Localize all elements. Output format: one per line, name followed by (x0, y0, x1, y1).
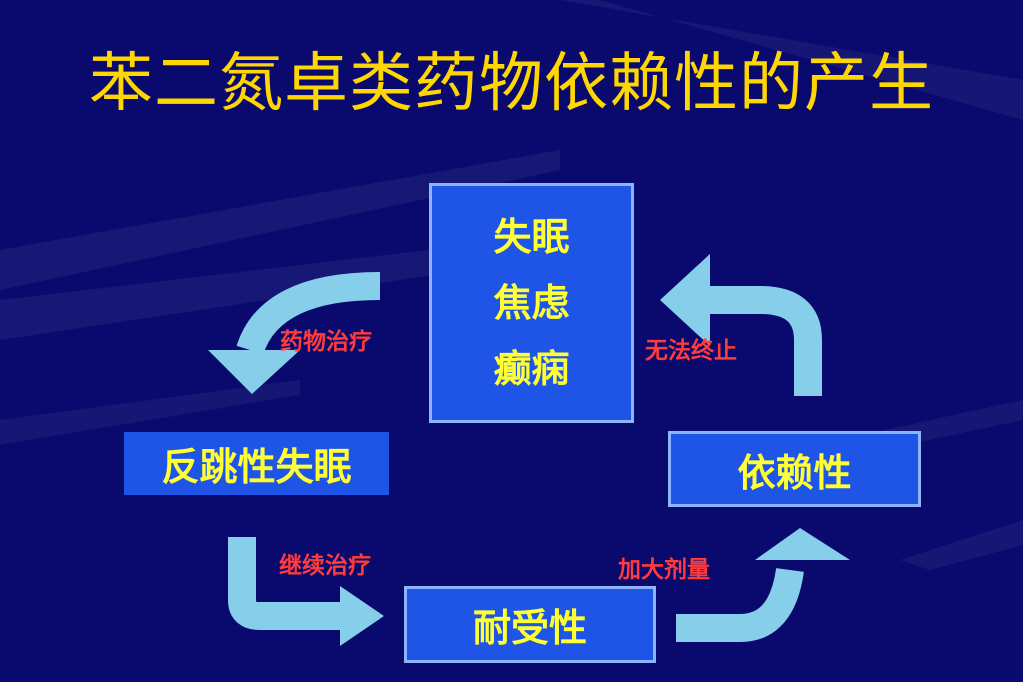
label-drug-treatment: 药物治疗 (280, 329, 372, 355)
rebound-insomnia-box: 反跳性失眠 (124, 432, 389, 495)
symptoms-box: 失眠 焦虑 癫痫 (429, 183, 634, 423)
label-continue-treatment: 继续治疗 (279, 553, 371, 579)
arrowhead-continue-treatment (340, 586, 384, 646)
arrow-cannot-stop (710, 286, 822, 396)
tolerance-box: 耐受性 (404, 586, 656, 663)
arrow-increase-dose (676, 567, 804, 642)
arrowhead-increase-dose (755, 528, 850, 560)
symptom-insomnia: 失眠 (493, 215, 570, 259)
arrowhead-cannot-stop (660, 254, 710, 346)
arrowhead-drug-treatment (208, 350, 300, 394)
label-cannot-stop: 无法终止 (645, 338, 737, 364)
dependence-box: 依赖性 (668, 431, 921, 507)
symptom-epilepsy: 癫痫 (493, 347, 570, 391)
label-increase-dose: 加大剂量 (618, 557, 710, 583)
symptom-anxiety: 焦虑 (493, 281, 570, 325)
page-title: 苯二氮卓类药物依赖性的产生 (89, 47, 934, 121)
arrow-continue-treatment (228, 537, 340, 630)
arrow-drug-treatment (236, 272, 381, 355)
